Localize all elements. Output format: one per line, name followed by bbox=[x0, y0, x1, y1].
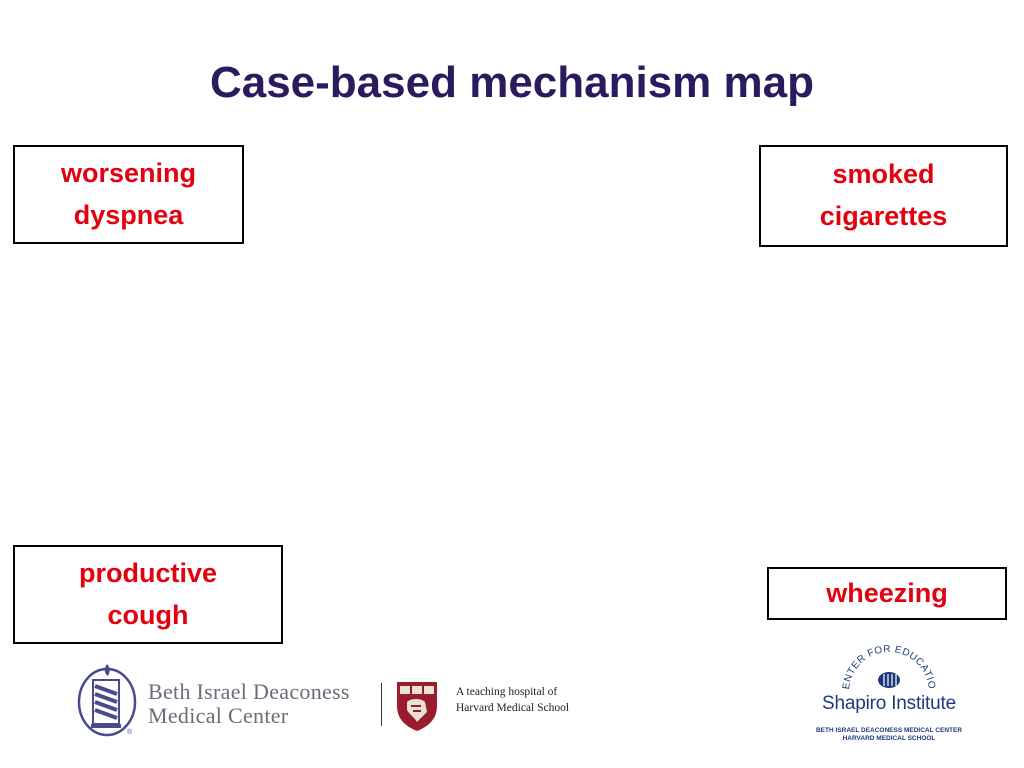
bidmc-name: Beth Israel Deaconess Medical Center bbox=[148, 680, 350, 728]
bidmc-name-line-2: Medical Center bbox=[148, 703, 289, 728]
shapiro-institute-subtitle: BETH ISRAEL DEACONESS MEDICAL CENTER HAR… bbox=[803, 727, 975, 743]
hms-affiliation: A teaching hospital of Harvard Medical S… bbox=[456, 684, 569, 716]
svg-text:CENTER FOR EDUCATION: CENTER FOR EDUCATION bbox=[803, 640, 937, 690]
shapiro-institute-name: Shapiro Institute bbox=[822, 693, 956, 714]
shapiro-institute-logo-icon: CENTER FOR EDUCATION bbox=[803, 640, 937, 690]
concept-box-smoked-cigarettes[interactable]: smoked cigarettes bbox=[759, 145, 1008, 247]
harvard-shield-icon bbox=[397, 682, 437, 731]
shapiro-subtitle-line-1: BETH ISRAEL DEACONESS MEDICAL CENTER bbox=[815, 727, 963, 734]
shapiro-subtitle-line-2: HARVARD MEDICAL SCHOOL bbox=[842, 735, 936, 742]
slide-title: Case-based mechanism map bbox=[209, 58, 815, 107]
logo-divider bbox=[381, 683, 382, 726]
concept-box-worsening-dyspnea[interactable]: worsening dyspnea bbox=[13, 145, 244, 244]
hms-affiliation-line-2: Harvard Medical School bbox=[456, 702, 570, 714]
concept-box-productive-cough[interactable]: productive cough bbox=[13, 545, 283, 644]
bidmc-name-line-1: Beth Israel Deaconess bbox=[148, 679, 350, 704]
shapiro-arc-text: CENTER FOR EDUCATION bbox=[803, 640, 937, 690]
bidmc-logo-icon: ® bbox=[77, 664, 137, 737]
svg-text:®: ® bbox=[127, 728, 133, 736]
hms-affiliation-line-1: A teaching hospital of bbox=[456, 686, 558, 698]
concept-box-wheezing[interactable]: wheezing bbox=[767, 567, 1007, 620]
